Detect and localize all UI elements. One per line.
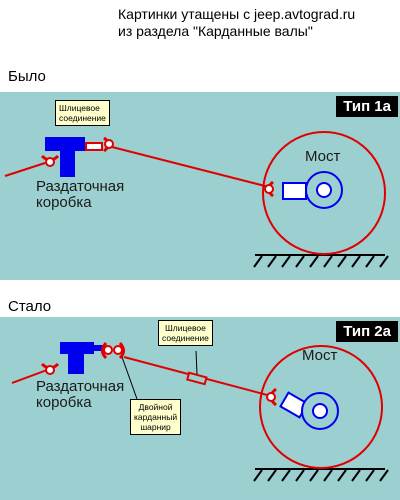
input-shaft [4, 162, 46, 177]
spline-joint [186, 371, 208, 386]
transfer-case [45, 137, 85, 177]
spline-callout-leader [195, 350, 198, 375]
axle-differential [279, 391, 339, 430]
spline-callout-line-1: Шлицевое [165, 323, 206, 333]
header-line-2: из раздела "Карданные валы" [118, 23, 313, 39]
universal-joint-axle [264, 180, 274, 198]
header-text: Картинки утащены с jeep.avtograd.ru из р… [118, 6, 355, 40]
double-cardan-joint [101, 342, 125, 360]
axle-label: Мост [305, 148, 341, 165]
double-cardan-callout-line-3: шарнир [140, 422, 171, 432]
transfer-case-output-stub [94, 345, 104, 351]
spline-callout-line-2: соединение [59, 113, 106, 123]
spline-callout: Шлицевое соединение [55, 100, 110, 126]
spline-joint [85, 142, 103, 151]
diagram-type-1a [4, 131, 389, 268]
diagram-panel-type-2a: Тип 2а [0, 317, 400, 500]
axle-differential [282, 171, 343, 209]
input-shaft [11, 369, 48, 384]
ground-hatching [253, 468, 389, 482]
double-cardan-callout-line-1: Двойной [138, 402, 173, 412]
ground-hatching [253, 254, 389, 268]
wheel-circle [262, 131, 386, 255]
double-cardan-callout-line-2: карданный [134, 412, 178, 422]
axle-label: Мост [302, 347, 338, 364]
universal-joint-gearbox-input [40, 362, 60, 375]
spline-callout: Шлицевое соединение [158, 320, 213, 346]
transfer-case-label: Раздаточная коробка [36, 379, 124, 411]
diagram-panel-type-1a: Тип 1а [0, 92, 400, 280]
diagram-type-2a [11, 342, 389, 482]
drive-shaft [111, 146, 270, 188]
joint-callout-leader [121, 356, 138, 400]
before-section-label: Было [8, 68, 46, 85]
type-badge: Тип 2а [336, 321, 398, 342]
double-cardan-callout: Двойной карданный шарнир [130, 399, 182, 435]
transfer-case-label-line-1: Раздаточная [36, 378, 125, 395]
transfer-case [60, 342, 94, 374]
header-line-1: Картинки утащены с jeep.avtograd.ru [118, 6, 356, 22]
spline-callout-line-1: Шлицевое [59, 103, 100, 113]
transfer-case-label-line-2: коробка [36, 394, 92, 411]
universal-joint-axle [266, 387, 277, 407]
transfer-case-label: Раздаточная коробка [36, 179, 124, 211]
type-badge: Тип 1а [336, 96, 398, 117]
after-section-label: Стало [8, 298, 52, 315]
wheel-circle [259, 345, 383, 469]
transfer-case-label-line-1: Раздаточная [36, 178, 125, 195]
transfer-case-label-line-2: коробка [36, 194, 92, 211]
universal-joint-gearbox-output [103, 136, 114, 153]
universal-joint-gearbox-input [40, 154, 60, 167]
spline-callout-line-2: соединение [162, 333, 209, 343]
